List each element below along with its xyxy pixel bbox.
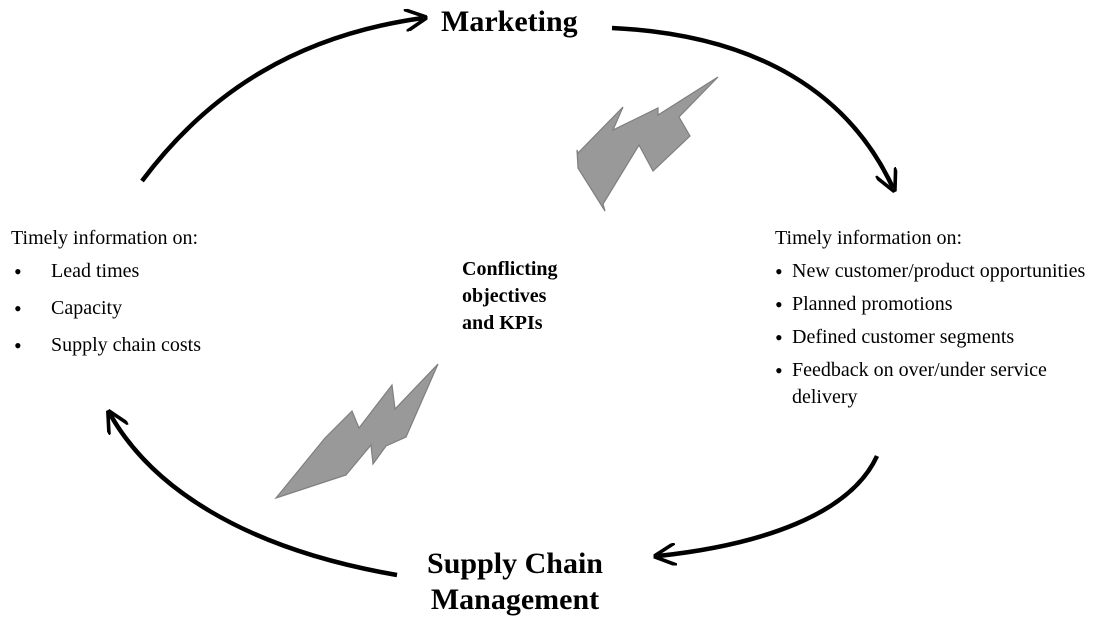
list-item-text: Planned promotions — [792, 293, 953, 315]
marketing-node-title: Marketing — [441, 5, 578, 38]
list-item-text: Defined customer segments — [792, 326, 1015, 348]
right-info-heading: Timely information on: — [775, 227, 963, 249]
list-item: • Planned promotions — [775, 291, 1095, 318]
list-item-text: New customer/product opportunities — [792, 260, 1086, 282]
lightning-bolt-icon — [274, 363, 439, 500]
bullet-icon: • — [775, 292, 783, 317]
left-info-heading: Timely information on: — [11, 227, 199, 249]
lightning-bolt-icon — [576, 76, 719, 212]
arrow-scm-to-left — [110, 414, 398, 578]
right-info-block: Timely information on: • New customer/pr… — [775, 225, 1095, 417]
list-item-text: Supply chain costs — [51, 334, 201, 356]
bullet-icon: • — [14, 259, 22, 284]
conflict-label: Conflicting objectives and KPIs — [462, 256, 622, 337]
conflict-label-line: and KPIs — [462, 312, 543, 334]
list-item: • Lead times — [11, 258, 311, 285]
arrow-right-to-scm — [658, 455, 880, 556]
bullet-icon: • — [775, 325, 783, 350]
supply-chain-management-node-title: Supply Chain Management — [427, 547, 603, 616]
conflict-label-line: objectives — [462, 285, 547, 307]
bullet-icon: • — [14, 333, 22, 358]
left-info-list: • Lead times • Capacity • Supply chain c… — [11, 258, 311, 359]
list-item: • Supply chain costs — [11, 332, 311, 359]
list-item-text: Lead times — [51, 260, 140, 282]
left-info-block: Timely information on: • Lead times • Ca… — [11, 225, 311, 369]
list-item: • Feedback on over/under service deliver… — [775, 357, 1095, 411]
bullet-icon: • — [775, 259, 783, 284]
arrow-marketing-to-right — [611, 25, 893, 188]
right-info-list: • New customer/product opportunities • P… — [775, 258, 1095, 411]
arrow-left-to-marketing — [140, 18, 423, 183]
list-item: • New customer/product opportunities — [775, 258, 1095, 285]
bullet-icon: • — [14, 296, 22, 321]
list-item: • Defined customer segments — [775, 324, 1095, 351]
conflict-label-line: Conflicting — [462, 258, 558, 280]
list-item-text: Capacity — [51, 297, 123, 319]
list-item-text: Feedback on over/under service delivery — [792, 359, 1047, 408]
bullet-icon: • — [775, 358, 783, 383]
list-item: • Capacity — [11, 295, 311, 322]
